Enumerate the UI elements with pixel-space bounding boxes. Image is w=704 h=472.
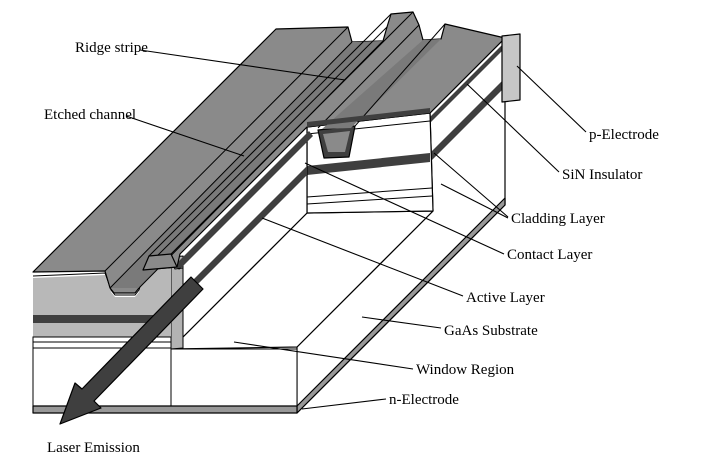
facet-p-cladding bbox=[33, 260, 171, 315]
channel-right-far-rim bbox=[354, 23, 446, 127]
emission-arrow bbox=[59, 276, 204, 425]
p-electrode-label: p-Electrode bbox=[589, 127, 659, 143]
active-layer-wall-band bbox=[171, 166, 307, 311]
window-region-leader-line bbox=[233, 341, 414, 370]
channel-left-inner1 bbox=[109, 41, 353, 289]
gaas-substrate-leader-line bbox=[361, 316, 442, 329]
ridge-front-face bbox=[142, 253, 178, 271]
channel-left-rim bbox=[104, 26, 349, 272]
leader-lines bbox=[125, 49, 587, 410]
window-region-label: Window Region bbox=[416, 362, 515, 378]
n-electrode-label: n-Electrode bbox=[389, 392, 459, 408]
sin-insulator-leader-line bbox=[466, 83, 560, 173]
n-electrode-front-strip bbox=[32, 405, 298, 414]
wall-top-dark-band bbox=[175, 131, 313, 270]
contact-layer-label: Contact Layer bbox=[507, 247, 592, 263]
text-labels: Ridge stripe Etched channel p-Electrode … bbox=[44, 40, 659, 456]
ridge-stripe-label: Ridge stripe bbox=[75, 40, 148, 56]
sin-insulator-label: SiN Insulator bbox=[562, 167, 642, 183]
laser-emission-arrow bbox=[59, 276, 204, 425]
facet-active-layer bbox=[33, 315, 171, 323]
active-layer-section-stripe bbox=[307, 153, 430, 175]
front-facet-stack bbox=[32, 257, 298, 414]
active-layer-leader-line bbox=[261, 217, 464, 297]
section-metal-edge bbox=[307, 108, 430, 127]
ridge-side-wall bbox=[170, 126, 313, 350]
chip-top-metal bbox=[32, 11, 506, 294]
ridge-top-left-edge bbox=[148, 13, 392, 257]
channel-right-rim bbox=[317, 24, 420, 129]
p-electrode-leader-line bbox=[516, 65, 587, 133]
cladding-layer-leader-line-2 bbox=[440, 183, 509, 219]
cladding-layer-leader-line-1 bbox=[433, 152, 509, 218]
p-electrode-tab bbox=[501, 33, 521, 103]
ridge-stripe-leader-line bbox=[139, 49, 346, 81]
active-layer-side-band bbox=[430, 78, 505, 162]
channel-left-far-rim bbox=[142, 26, 388, 271]
etched-channel-label: Etched channel bbox=[44, 107, 136, 123]
buffer-layer-line-2 bbox=[306, 195, 433, 205]
laser-emission-label: Laser Emission bbox=[47, 440, 140, 456]
section-channel-core bbox=[323, 131, 350, 152]
n-electrode-leader-line bbox=[301, 398, 387, 410]
sin-edge-band bbox=[430, 42, 505, 123]
contact-layer-leader-line bbox=[304, 162, 505, 255]
window-front-face bbox=[170, 348, 298, 407]
active-layer-label: Active Layer bbox=[466, 290, 545, 306]
cladding-layer-label: Cladding Layer bbox=[511, 211, 605, 227]
gaas-substrate-label: GaAs Substrate bbox=[444, 323, 538, 339]
etched-channel-leader-line bbox=[125, 115, 245, 157]
ridge-top-right-edge bbox=[170, 11, 414, 255]
